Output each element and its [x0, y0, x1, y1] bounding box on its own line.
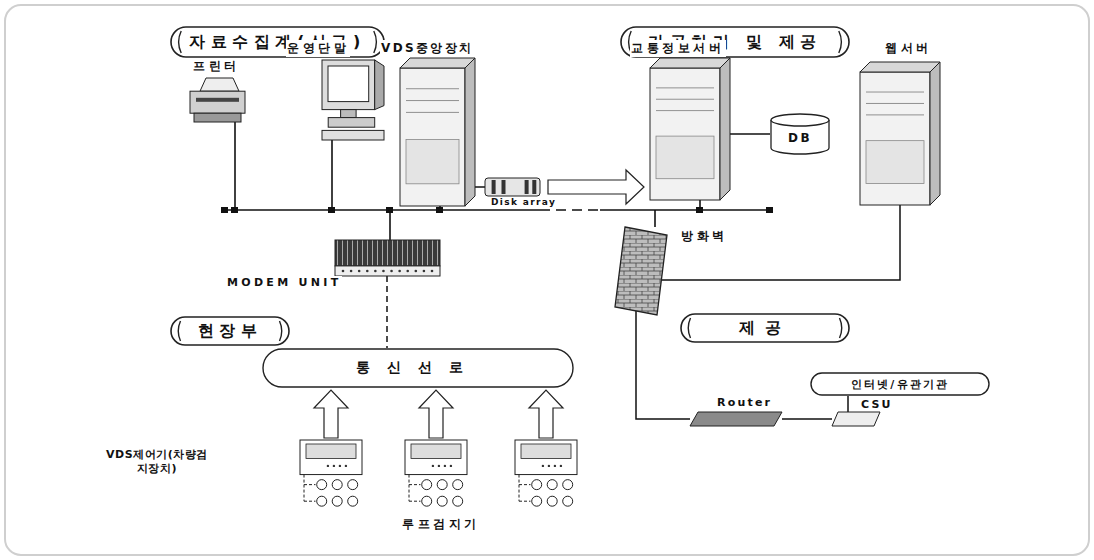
bus-terminals — [221, 207, 773, 213]
server-icon: 웹서버 — [860, 62, 940, 205]
device-label: Router — [716, 396, 773, 409]
vds-controller-icon — [515, 440, 577, 506]
node-label: DB — [788, 131, 812, 145]
node-label: 제공 — [739, 318, 790, 339]
part-label: 루프검지기 — [402, 516, 480, 533]
csu-icon-shape — [832, 412, 880, 426]
firewall-icon: 방화벽 — [615, 227, 667, 315]
database-cylinder: DB — [770, 114, 830, 154]
router-icon-shape — [690, 412, 782, 426]
connector — [548, 170, 644, 204]
connector — [782, 418, 832, 420]
device-label: 교통정보서버 — [630, 40, 726, 57]
text-holder: 통신선로 — [262, 348, 574, 388]
node-label: 현장부 — [198, 321, 263, 342]
device-label: CSU — [860, 398, 894, 411]
disk-array-icon-shape — [485, 178, 540, 196]
vds-controller-icon: VDS제어기(차량검지장치) — [300, 440, 362, 512]
page-frame — [5, 5, 1089, 555]
server-icon: 교통정보서버 — [650, 58, 730, 200]
device-label: 방화벽 — [680, 228, 729, 245]
text-holder: DB — [770, 114, 830, 154]
group-header: 제공 — [680, 313, 850, 343]
device-label: 프린터 — [192, 58, 241, 75]
device-label: 운영단말 — [286, 40, 350, 57]
server-icon-shape — [400, 58, 475, 206]
csu-icon: CSU — [832, 412, 880, 426]
text-holder: 인터넷/유관기관 — [810, 372, 990, 396]
vds-controller-icon-shape — [300, 440, 362, 512]
text-holder: 제공 — [680, 313, 850, 343]
device-label: VDS중앙장치 — [380, 40, 475, 57]
connector — [314, 390, 348, 438]
server-icon-shape — [650, 58, 730, 200]
text-holder: 자료수집계(신규) — [170, 26, 385, 58]
network-cloud: 인터넷/유관기관 — [810, 372, 990, 396]
disk-array-icon: Disk array — [485, 178, 540, 196]
vds-controller-icon — [405, 440, 467, 506]
device-label: VDS제어기(차량검지장치) — [104, 448, 210, 477]
text-holder: 현장부 — [170, 316, 290, 346]
connector — [386, 276, 388, 348]
terminal-icon: 운영단말 — [322, 60, 384, 140]
modem-unit-icon: MODEM UNIT — [335, 240, 440, 276]
device-label: Disk array — [490, 197, 557, 207]
hollow-arrow — [419, 390, 453, 438]
connector — [847, 396, 849, 412]
hollow-arrow — [529, 390, 563, 438]
device-label: 웹서버 — [884, 40, 933, 57]
firewall-icon-shape — [615, 227, 667, 315]
group-header: 현장부 — [170, 316, 290, 346]
connector — [661, 205, 900, 280]
terminal-icon-shape — [322, 60, 384, 140]
router-icon: Router — [690, 412, 782, 426]
printer-icon: 프린터 — [190, 78, 245, 122]
connector — [730, 133, 770, 135]
server-icon: VDS중앙장치 — [400, 58, 475, 206]
node-label: 인터넷/유관기관 — [851, 377, 950, 392]
node-label: 통신선로 — [356, 359, 479, 377]
network-cloud: 통신선로 — [262, 348, 574, 388]
server-icon-shape — [860, 62, 940, 205]
connector — [475, 186, 485, 188]
device-label: MODEM UNIT — [226, 276, 342, 289]
modem-unit-icon-shape — [335, 240, 440, 276]
group-header: 자료수집계(신규) — [170, 26, 385, 58]
printer-icon-shape — [190, 78, 245, 122]
